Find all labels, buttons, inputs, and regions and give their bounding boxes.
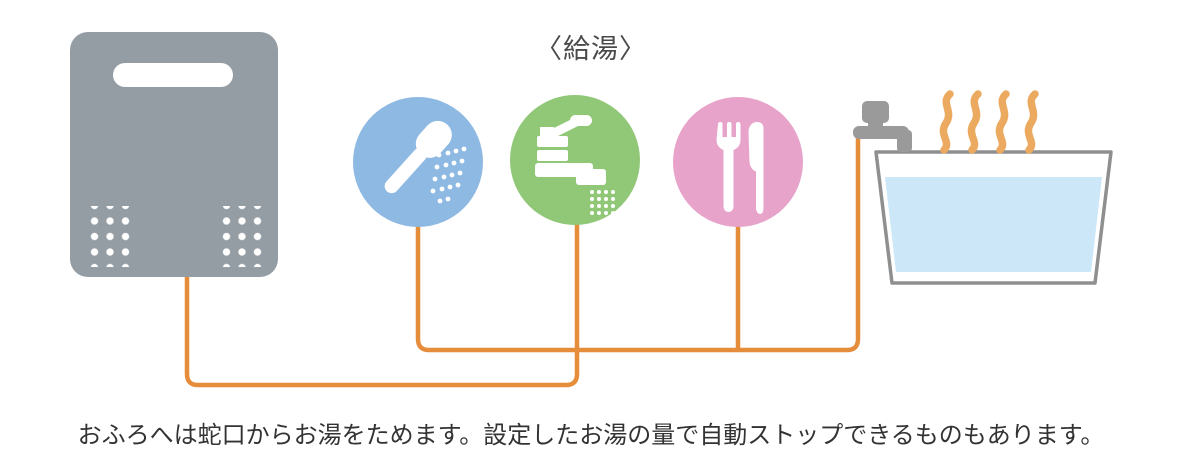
bathtub-water <box>885 177 1102 272</box>
knife-shape <box>748 122 764 214</box>
tap-spout <box>897 130 912 152</box>
cutlery-circle <box>673 97 803 227</box>
tap-arm <box>853 126 909 139</box>
heater-dot-grid-left <box>87 206 133 267</box>
diagram-title: 〈給湯〉 <box>535 34 647 65</box>
diagram-caption: おふろへは蛇口からお湯をためます。設定したお湯の量で自動ストップできるものもあり… <box>77 421 1105 449</box>
pipe-shower-circle-to-bath-tap <box>415 134 861 353</box>
bath-tap-icon <box>853 101 912 152</box>
steam-wave <box>967 90 982 154</box>
fork-knife-icon <box>716 122 764 214</box>
faucet-circle <box>510 95 640 225</box>
steam-icon <box>939 90 1039 154</box>
heater-dot-grid-right <box>219 206 265 267</box>
tap-handle <box>862 101 889 123</box>
bathtub-icon <box>874 150 1113 285</box>
steam-wave <box>939 90 954 154</box>
water-heater-icon <box>70 32 278 277</box>
shower-circle <box>353 97 483 227</box>
steam-wave <box>1024 90 1039 154</box>
shower-head-icon <box>384 120 467 204</box>
faucet-icon <box>535 115 615 215</box>
steam-wave <box>995 90 1010 154</box>
fork-shape <box>716 122 741 212</box>
pipe-heater-to-faucet-circle <box>184 220 580 388</box>
heater-vent-slot <box>113 63 233 87</box>
